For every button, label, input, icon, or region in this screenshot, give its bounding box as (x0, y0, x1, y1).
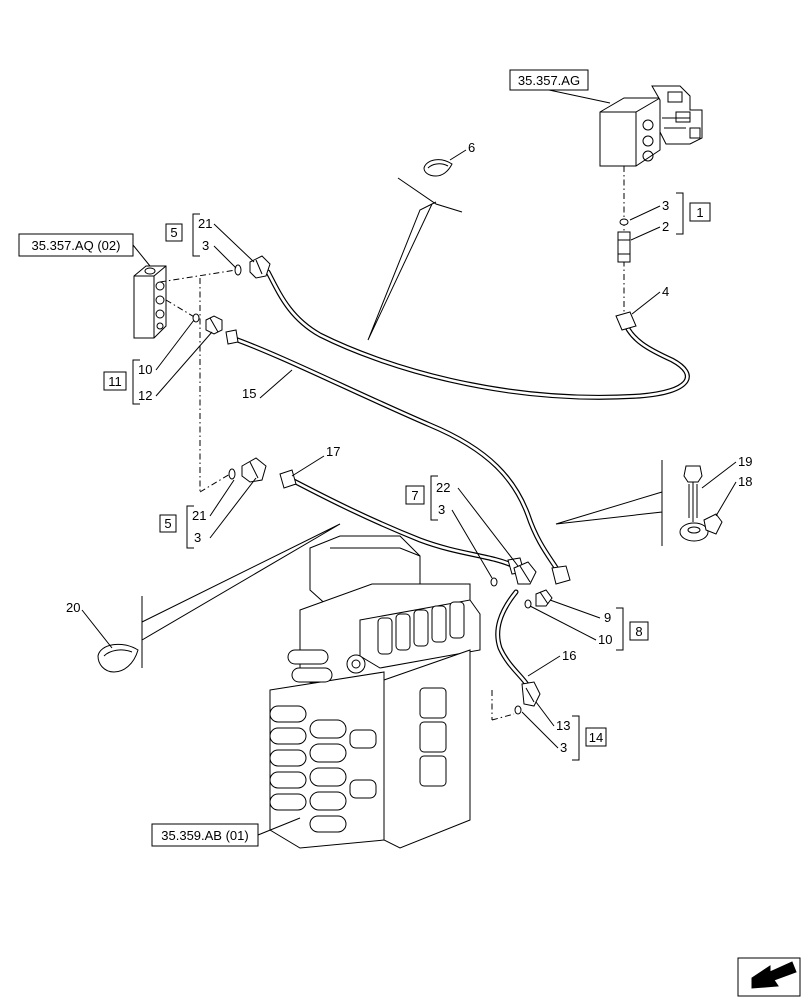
callout-3-mid: 3 (194, 530, 201, 545)
next-page-arrow-icon[interactable] (737, 957, 801, 997)
pilot-valve-block (599, 85, 703, 167)
hose-part-4[interactable] (265, 269, 690, 400)
clamp-part-18[interactable] (679, 513, 723, 542)
svg-text:5: 5 (164, 516, 171, 531)
callout-19: 19 (738, 454, 752, 469)
hose-part-15[interactable] (225, 329, 571, 585)
hose-part-16[interactable] (495, 589, 531, 689)
svg-text:35.357.AG: 35.357.AG (518, 73, 580, 88)
callout-4: 4 (662, 284, 669, 299)
callout-6: 6 (468, 140, 475, 155)
callout-18: 18 (738, 474, 752, 489)
group-box-5-mid[interactable] (159, 514, 177, 533)
callout-3-left-top: 3 (202, 238, 209, 253)
svg-text:35.359.AB (01): 35.359.AB (01) (161, 828, 248, 843)
washer-part-3-bottom[interactable] (514, 705, 522, 715)
callout-15: 15 (242, 386, 256, 401)
callout-13: 13 (556, 718, 570, 733)
svg-text:35.357.AQ (02): 35.357.AQ (02) (32, 238, 121, 253)
hose-part-17[interactable] (279, 469, 525, 575)
main-control-valve (269, 535, 481, 849)
group-box-14[interactable] (585, 727, 607, 747)
left-manifold-block (133, 265, 167, 339)
callout-9: 9 (604, 610, 611, 625)
callout-3-bottom: 3 (560, 740, 567, 755)
reference-35-359-ab-01[interactable]: 35.359.AB (01) (151, 823, 259, 847)
svg-text:8: 8 (635, 624, 642, 639)
svg-text:11: 11 (108, 374, 122, 389)
reference-35-357-aq-02[interactable]: 35.357.AQ (02) (18, 233, 134, 257)
elbow-fitting-part-13[interactable] (521, 681, 541, 707)
ring-clamp-part-20[interactable] (97, 643, 139, 673)
adapter-part-2[interactable] (617, 231, 631, 263)
svg-text:1: 1 (696, 205, 703, 220)
callout-12: 12 (138, 388, 152, 403)
callout-10-left: 10 (138, 362, 152, 377)
elbow-fitting-part-22[interactable] (513, 561, 537, 585)
washer-part-10-right[interactable] (524, 599, 532, 609)
ring-clamp-part-6[interactable] (423, 159, 453, 177)
group-box-5-top[interactable] (165, 223, 183, 242)
elbow-fitting-part-21-mid[interactable] (241, 457, 267, 483)
washer-part-3-center[interactable] (490, 577, 498, 587)
elbow-fitting-part-21-top[interactable] (249, 255, 271, 279)
group-box-7[interactable] (405, 485, 425, 505)
adapter-part-9[interactable] (535, 589, 553, 607)
callout-10-right: 10 (598, 632, 612, 647)
reference-35-357-ag[interactable]: 35.357.AG (509, 69, 589, 91)
bolt-part-19[interactable] (683, 465, 703, 522)
callout-3-center: 3 (438, 502, 445, 517)
washer-part-3-left[interactable] (234, 264, 242, 276)
callout-22: 22 (436, 480, 450, 495)
washer-part-3-mid[interactable] (228, 468, 236, 480)
callout-21-top: 21 (198, 216, 212, 231)
group-box-1[interactable] (689, 202, 711, 222)
callout-16: 16 (562, 648, 576, 663)
callout-17: 17 (326, 444, 340, 459)
adapter-part-12[interactable] (205, 315, 223, 335)
callout-3-top: 3 (662, 198, 669, 213)
svg-text:7: 7 (411, 488, 418, 503)
svg-text:5: 5 (170, 225, 177, 240)
svg-text:14: 14 (589, 730, 603, 745)
group-box-8[interactable] (629, 621, 649, 641)
callout-2: 2 (662, 219, 669, 234)
washer-part-10-left[interactable] (192, 313, 200, 323)
group-box-11[interactable] (103, 371, 127, 391)
callout-21-mid: 21 (192, 508, 206, 523)
callout-20: 20 (66, 600, 80, 615)
washer-part-3-top[interactable] (619, 218, 629, 226)
